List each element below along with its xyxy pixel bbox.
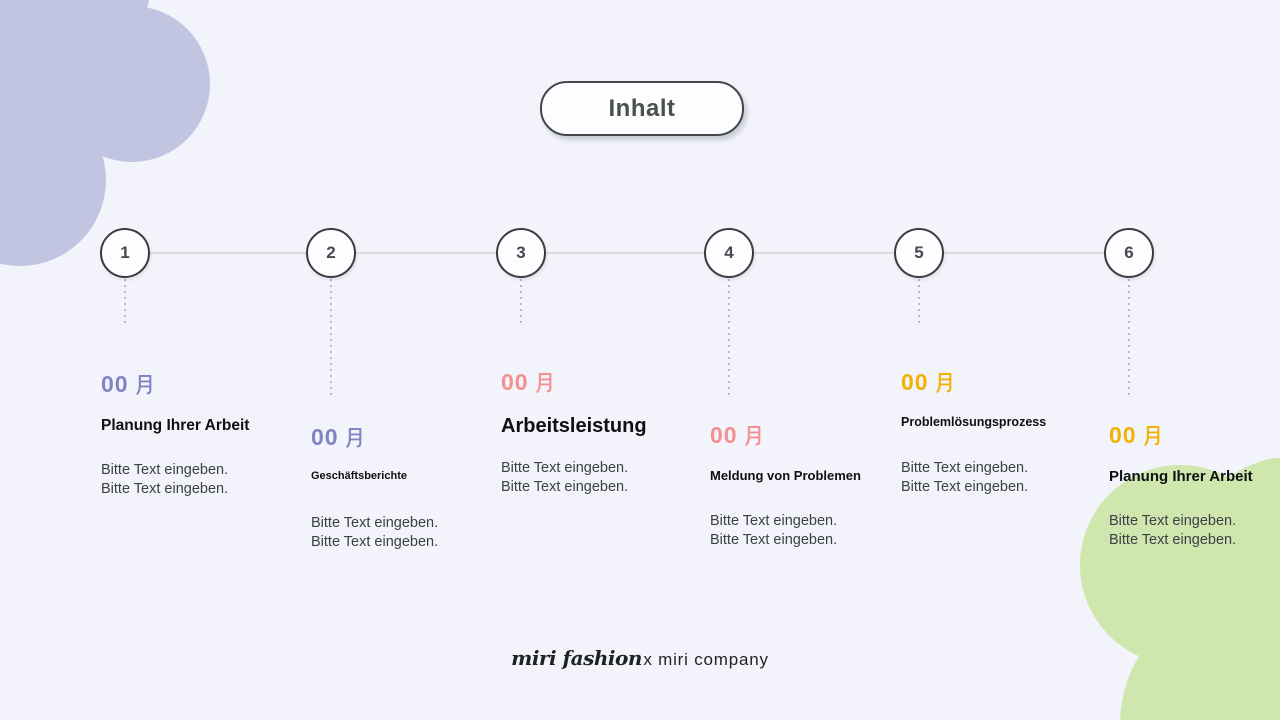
timeline-axis-line	[125, 252, 1129, 254]
month-number: 00	[710, 422, 738, 448]
month-kanji-icon	[345, 427, 361, 448]
dotted-connector-2	[330, 279, 332, 395]
entry-heading: Geschäftsberichte	[311, 470, 407, 482]
brand-tail-text: x miri company	[643, 650, 769, 669]
month-label: 00	[311, 424, 363, 451]
flower-blob-bottom-right	[1080, 458, 1280, 720]
month-label: 00	[501, 369, 553, 396]
month-kanji-icon	[535, 372, 551, 393]
timeline-node-6-number: 6	[1124, 243, 1134, 262]
entry-body-line: Bitte Text eingeben.	[1109, 532, 1237, 548]
entry-body-line: Bitte Text eingeben.	[901, 460, 1029, 476]
timeline-node-1: 1	[100, 228, 150, 278]
timeline-node-4: 4	[704, 228, 754, 278]
entry-body-line: Bitte Text eingeben.	[501, 460, 629, 476]
brand-script-logo: miri fashion	[511, 646, 642, 670]
entry-heading: Arbeitsleistung	[501, 415, 647, 437]
entry-body-line: Bitte Text eingeben.	[710, 513, 838, 529]
timeline-node-3-number: 3	[516, 243, 526, 262]
entry-heading: Planung Ihrer Arbeit	[1109, 468, 1253, 485]
timeline-entry-2: 00 Geschäftsberichte Bitte Text eingeben…	[311, 424, 541, 614]
dotted-connector-6	[1128, 279, 1130, 399]
entry-body-line: Bitte Text eingeben.	[901, 479, 1029, 495]
timeline-entry-1: 00 Planung Ihrer Arbeit Bitte Text einge…	[101, 371, 331, 561]
dotted-connector-4	[728, 279, 730, 395]
slide-title: Inhalt	[608, 94, 676, 122]
month-label: 00	[710, 422, 762, 449]
entry-body-line: Bitte Text eingeben.	[101, 462, 229, 478]
entry-body-line: Bitte Text eingeben.	[311, 534, 439, 550]
timeline-entry-5: 00 Problemlösungsprozess Bitte Text eing…	[901, 369, 1131, 559]
month-kanji-icon	[744, 425, 760, 446]
month-label: 00	[1109, 422, 1161, 449]
entry-body-line: Bitte Text eingeben.	[710, 532, 838, 548]
month-number: 00	[901, 369, 929, 395]
entry-body: Bitte Text eingeben. Bitte Text eingeben…	[901, 459, 1028, 497]
timeline-node-5: 5	[894, 228, 944, 278]
timeline-entry-6: 00 Planung Ihrer Arbeit Bitte Text einge…	[1109, 422, 1280, 612]
timeline-node-5-number: 5	[914, 243, 924, 262]
entry-heading: Meldung von Problemen	[710, 468, 861, 483]
timeline-node-1-number: 1	[120, 243, 130, 262]
month-number: 00	[1109, 422, 1137, 448]
slide-title-pill: Inhalt	[540, 81, 744, 136]
entry-body-line: Bitte Text eingeben.	[101, 481, 229, 497]
entry-body: Bitte Text eingeben. Bitte Text eingeben…	[101, 461, 228, 499]
entry-body: Bitte Text eingeben. Bitte Text eingeben…	[1109, 512, 1236, 550]
entry-heading: Planung Ihrer Arbeit	[101, 417, 250, 434]
timeline-node-2-number: 2	[326, 243, 336, 262]
entry-body-line: Bitte Text eingeben.	[501, 479, 629, 495]
timeline-node-2: 2	[306, 228, 356, 278]
month-label: 00	[101, 371, 153, 398]
month-kanji-icon	[935, 372, 951, 393]
timeline-node-6: 6	[1104, 228, 1154, 278]
entry-body-line: Bitte Text eingeben.	[311, 515, 439, 531]
timeline-node-3: 3	[496, 228, 546, 278]
month-label: 00	[901, 369, 953, 396]
entry-body: Bitte Text eingeben. Bitte Text eingeben…	[710, 512, 837, 550]
footer-brand: miri fashion x miri company	[0, 646, 1280, 670]
month-kanji-icon	[135, 374, 151, 395]
month-number: 00	[101, 371, 129, 397]
flower-blob-top-left	[0, 0, 210, 266]
timeline-node-4-number: 4	[724, 243, 734, 262]
entry-body: Bitte Text eingeben. Bitte Text eingeben…	[311, 514, 438, 552]
dotted-connector-3	[520, 279, 522, 327]
month-kanji-icon	[1143, 425, 1159, 446]
month-number: 00	[311, 424, 339, 450]
timeline-entry-4: 00 Meldung von Problemen Bitte Text eing…	[710, 422, 940, 612]
entry-body-line: Bitte Text eingeben.	[1109, 513, 1237, 529]
entry-heading: Problemlösungsprozess	[901, 415, 1047, 429]
dotted-connector-5	[918, 279, 920, 327]
dotted-connector-1	[124, 279, 126, 327]
month-number: 00	[501, 369, 529, 395]
timeline-entry-3: 00 Arbeitsleistung Bitte Text eingeben. …	[501, 369, 731, 559]
entry-body: Bitte Text eingeben. Bitte Text eingeben…	[501, 459, 628, 497]
